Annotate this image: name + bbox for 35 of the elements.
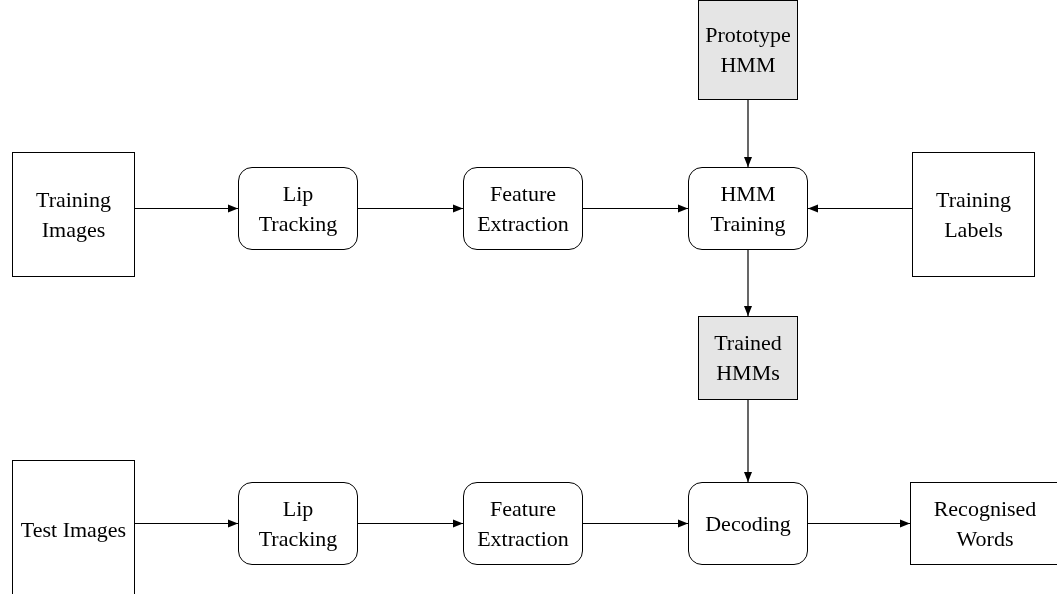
process-box	[463, 167, 583, 250]
arrow	[807, 204, 913, 213]
node-label: Training Labels	[935, 185, 1012, 244]
data-box	[910, 482, 1057, 565]
arrow	[357, 519, 464, 528]
node-label: Feature Extraction	[476, 494, 570, 553]
process-box	[688, 167, 808, 250]
model-box	[698, 0, 798, 100]
arrow	[582, 519, 689, 528]
node-label: Test Images	[19, 516, 128, 544]
arrow	[807, 519, 911, 528]
model-box	[698, 316, 798, 400]
node-label: HMM Training	[709, 179, 787, 238]
node-label: Training Images	[35, 185, 112, 244]
node-label: Lip Tracking	[257, 179, 339, 238]
process-box	[463, 482, 583, 565]
arrow	[134, 204, 239, 213]
node-label: Trained HMMs	[713, 329, 783, 387]
node-label: Feature Extraction	[476, 179, 570, 238]
arrow	[134, 519, 239, 528]
node-label: Recognised Words	[932, 494, 1038, 553]
arrow	[357, 204, 464, 213]
data-box	[12, 460, 135, 594]
process-box	[238, 167, 358, 250]
node-label: Decoding	[704, 509, 792, 538]
data-box	[912, 152, 1035, 277]
arrow	[582, 204, 689, 213]
process-box	[688, 482, 808, 565]
node-label: Lip Tracking	[257, 494, 339, 553]
node-label: Prototype HMM	[704, 21, 792, 79]
process-box	[238, 482, 358, 565]
arrow	[744, 399, 752, 483]
arrow	[744, 99, 752, 168]
arrow	[744, 249, 752, 317]
data-box	[12, 152, 135, 277]
